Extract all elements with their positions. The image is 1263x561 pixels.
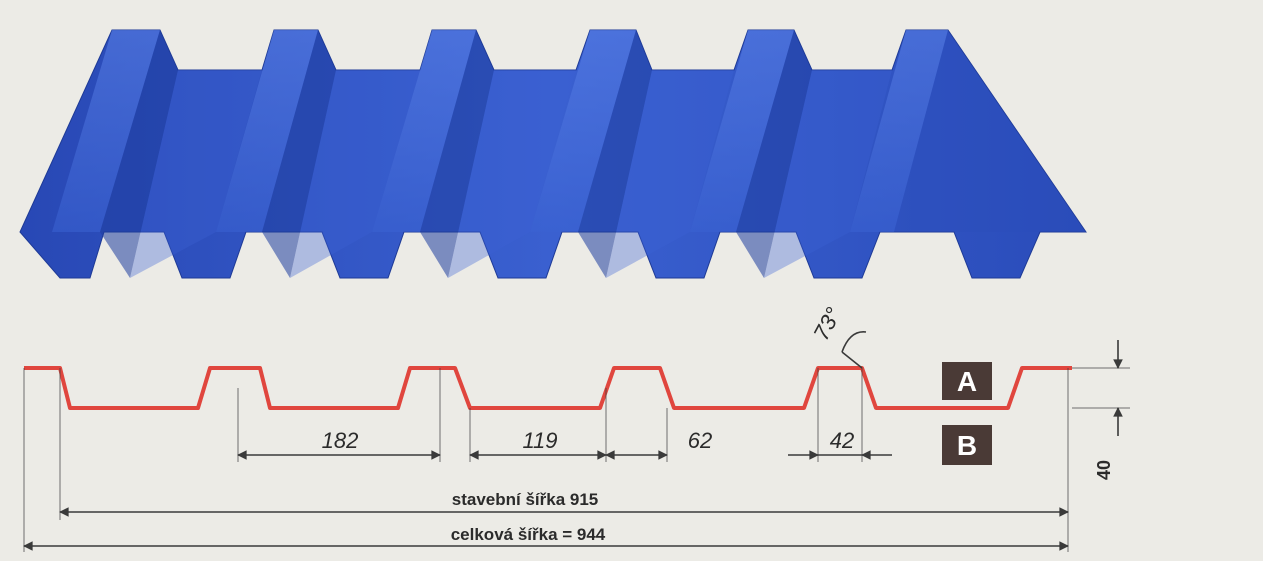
dim-40-label: 40 (1094, 460, 1114, 480)
dim-42-label: 42 (830, 428, 854, 453)
sheet-3d-render (19, 29, 1087, 279)
trough-floor-1 (130, 70, 262, 278)
rib-top-2 (216, 30, 318, 232)
side-b-badge: B (942, 425, 992, 465)
building-width-label: stavební šířka 915 (452, 490, 598, 509)
trough-floor-3 (448, 70, 576, 278)
trough-floor-5 (764, 70, 892, 278)
rib-side-1 (100, 30, 178, 278)
rib-side-6 (894, 30, 1086, 232)
trough-floor-4 (606, 70, 734, 278)
angle-leader (841, 351, 863, 369)
dim-119-label: 119 (522, 428, 557, 453)
rib-side-3 (420, 30, 494, 278)
rib-top-6 (850, 30, 948, 232)
extension-lines (23, 367, 1130, 552)
side-a-badge: A (942, 362, 992, 400)
side-b-label: B (957, 430, 977, 461)
dim-angle-label: 73° (808, 303, 846, 344)
angle-arc (841, 331, 867, 353)
rib-side-2 (262, 30, 336, 278)
rib-top-5 (690, 30, 794, 232)
rib-top-4 (530, 30, 636, 232)
rib-side-5 (736, 30, 812, 278)
rib-top-3 (372, 30, 476, 232)
dimension-lines (23, 331, 1123, 551)
total-width-label: celková šířka = 944 (451, 525, 606, 544)
side-a-label: A (957, 366, 977, 397)
rib-top-1 (52, 30, 160, 232)
dim-62-label: 62 (688, 428, 712, 453)
dim-182-label: 182 (322, 428, 359, 453)
profile-line (24, 366, 1072, 410)
rib-side-4 (578, 30, 652, 278)
trough-floor-2 (290, 70, 420, 278)
